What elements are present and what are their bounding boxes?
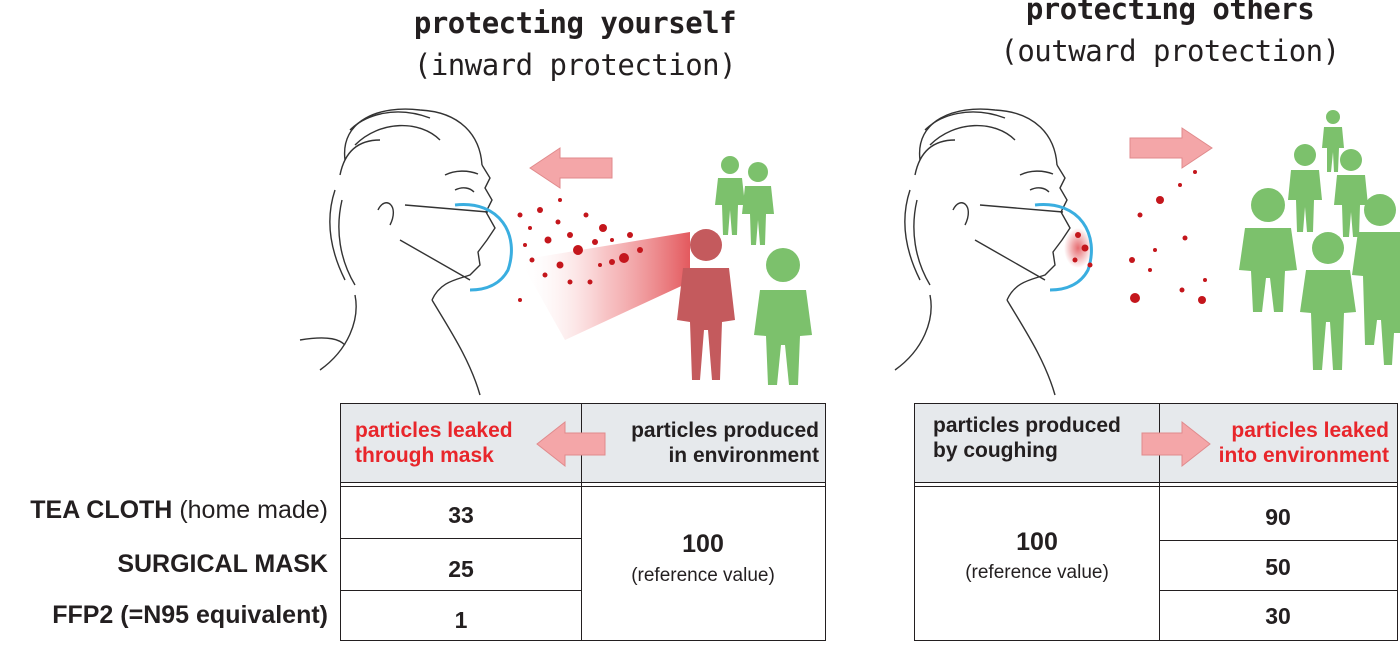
person-green-icon (715, 156, 812, 385)
header-leaked-line2: through mask (355, 444, 494, 467)
header-coughing-line2: by coughing (933, 439, 1058, 462)
mask-blue-left (454, 203, 513, 292)
reference-label-outward: (reference value) (965, 562, 1109, 583)
person-green-group-icon (1239, 110, 1400, 370)
value-ffp2-inward: 1 (454, 607, 468, 633)
particle-cloud-right-icon (1072, 170, 1207, 304)
mouth-glow (1064, 228, 1092, 268)
header-leaked-env-line1: particles leaked (1231, 419, 1389, 442)
header-produced-line1: particles produced (631, 419, 819, 442)
value-surgical-inward: 25 (448, 556, 474, 582)
mask-blue-right (1034, 203, 1093, 292)
row-label-tea-cloth-suffix: (home made) (172, 496, 328, 524)
header-arrow-right-icon (1141, 420, 1211, 468)
row-label-ffp2-name: FFP2 (=N95 equivalent) (52, 601, 328, 629)
row-label-tea-cloth-name: TEA CLOTH (30, 496, 173, 524)
reference-value-outward: 100 (1016, 528, 1058, 556)
face-sketch-right-icon (894, 108, 1071, 396)
particle-cloud-left-icon (517, 198, 643, 302)
row-label-surgical-mask: SURGICAL MASK (117, 550, 328, 579)
row-label-surgical-mask-name: SURGICAL MASK (117, 550, 328, 578)
heading-inward-subtitle: (inward protection) (413, 48, 737, 82)
header-produced-environment: particles produced in environment (581, 404, 825, 482)
header-produced-coughing: particles produced by coughing (915, 404, 1159, 482)
header-coughing-line1: particles produced (933, 414, 1121, 437)
heading-inward: protecting yourself (inward protection) (395, 6, 755, 82)
row-label-tea-cloth: TEA CLOTH (home made) (30, 496, 328, 525)
arrow-left-icon (529, 147, 613, 189)
row-label-ffp2: FFP2 (=N95 equivalent) (52, 601, 328, 630)
illustration (299, 108, 1400, 396)
header-leaked-through-mask: particles leaked through mask (341, 404, 581, 482)
person-red-icon (677, 229, 735, 380)
header-leaked-line1: particles leaked (355, 419, 513, 442)
value-ffp2-outward: 30 (1265, 603, 1291, 629)
table-outward: particles produced by coughing particles… (914, 403, 1398, 641)
arrow-right-icon (1129, 127, 1213, 169)
table-inward: particles leaked through mask particles … (340, 403, 826, 641)
reference-value-inward: 100 (682, 530, 724, 558)
value-surgical-outward: 50 (1265, 554, 1291, 580)
value-tea-cloth-inward: 33 (448, 502, 474, 528)
header-arrow-left-icon (536, 420, 606, 468)
reference-label-inward: (reference value) (631, 565, 775, 586)
value-tea-cloth-outward: 90 (1265, 504, 1291, 530)
heading-outward: protecting others (outward protection) (985, 0, 1355, 68)
heading-outward-title: protecting others (1025, 0, 1315, 26)
header-produced-line2: in environment (668, 444, 819, 467)
header-leaked-env-line2: into environment (1218, 444, 1389, 467)
particle-cone (520, 232, 690, 340)
heading-outward-subtitle: (outward protection) (1000, 34, 1340, 68)
heading-inward-title: protecting yourself (413, 6, 737, 40)
face-sketch-left-icon (299, 108, 496, 396)
